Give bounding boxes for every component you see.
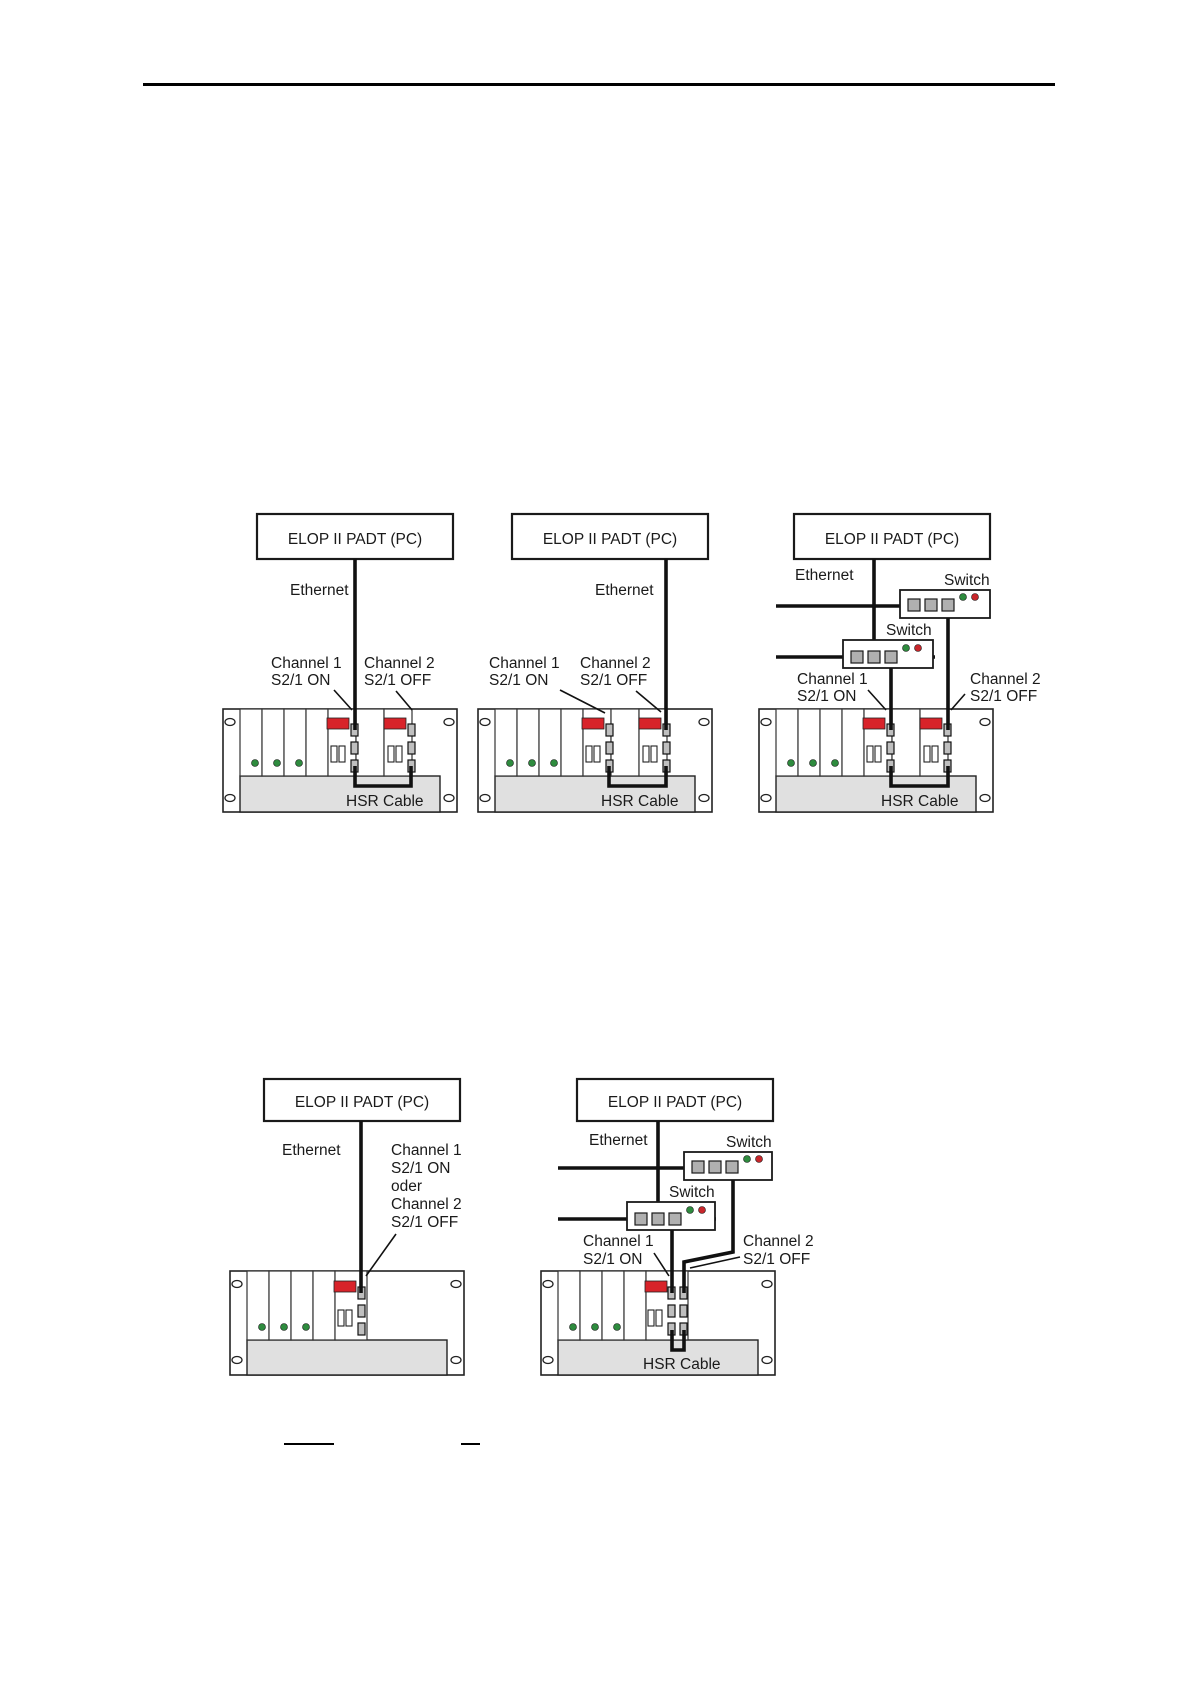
status-led — [831, 759, 839, 767]
channel2-pointer — [395, 690, 413, 711]
switch-label: Switch — [726, 1134, 772, 1151]
channel1-label: Channel 1 — [489, 655, 560, 672]
channel1-pointer — [333, 689, 353, 711]
cpu-module-marker — [383, 717, 407, 730]
switch-upper — [683, 1151, 773, 1181]
channel2-switch-label: S2/1 OFF — [580, 672, 647, 689]
status-led — [613, 1323, 621, 1331]
channel1-label: Channel 1 — [583, 1233, 654, 1250]
diagram-switched-ethernet-1: ELOP II PADT (PC) Ethernet Switch Switch… — [758, 512, 1041, 813]
oder-label: oder — [391, 1178, 422, 1195]
padt-box — [575, 1077, 775, 1123]
padt-label: ELOP II PADT (PC) — [608, 1094, 742, 1111]
cpu-module-marker — [919, 717, 943, 730]
top-rule — [143, 83, 1055, 86]
status-led — [809, 759, 817, 767]
ethernet-cable — [682, 1180, 735, 1293]
channel1-switch-label: S2/1 ON — [583, 1251, 642, 1268]
status-led — [251, 759, 259, 767]
rack — [222, 708, 458, 813]
status-led — [280, 1323, 288, 1331]
switch-label: Switch — [944, 572, 990, 589]
channel1-switch-label: S2/1 ON — [391, 1160, 450, 1177]
hsr-cable-label: HSR Cable — [643, 1356, 721, 1373]
channel2-pointer — [635, 690, 662, 713]
status-led — [258, 1323, 266, 1331]
rack — [229, 1270, 465, 1376]
padt-label: ELOP II PADT (PC) — [825, 531, 959, 548]
rack — [758, 708, 994, 813]
channel1-pointer — [867, 689, 887, 711]
switch-label: Switch — [669, 1184, 715, 1201]
cpu-module-marker — [644, 1280, 668, 1293]
channel2-switch-label: S2/1 OFF — [391, 1214, 458, 1231]
channel1-label: Channel 1 — [271, 655, 342, 672]
cpu-module-marker — [333, 1280, 357, 1293]
padt-box — [510, 512, 710, 561]
padt-label: ELOP II PADT (PC) — [288, 531, 422, 548]
channel1-pointer — [653, 1252, 670, 1277]
underline-mark — [461, 1443, 480, 1445]
cpu-module-marker — [581, 717, 605, 730]
channel2-label: Channel 2 — [580, 655, 651, 672]
padt-box — [792, 512, 992, 561]
switch-lower — [842, 639, 934, 669]
hsr-cable-label: HSR Cable — [601, 793, 679, 810]
underline-mark — [284, 1443, 334, 1445]
hsr-cable-label: HSR Cable — [881, 793, 959, 810]
channel-pointer — [365, 1233, 397, 1277]
cpu-module-marker — [862, 717, 886, 730]
channel2-switch-label: S2/1 OFF — [364, 672, 431, 689]
status-led — [591, 1323, 599, 1331]
switch-lower — [626, 1201, 716, 1231]
channel1-switch-label: S2/1 ON — [271, 672, 330, 689]
padt-label: ELOP II PADT (PC) — [295, 1094, 429, 1111]
status-led — [295, 759, 303, 767]
channel1-label: Channel 1 — [797, 671, 868, 688]
padt-label: ELOP II PADT (PC) — [543, 531, 677, 548]
diagram-direct-ethernet-1: ELOP II PADT (PC) Ethernet Channel 1 S2/… — [222, 512, 458, 813]
ethernet-label: Ethernet — [290, 582, 349, 599]
hsr-cable — [353, 766, 413, 788]
switch-upper — [899, 589, 991, 619]
cpu-module-marker — [638, 717, 662, 730]
status-led — [302, 1323, 310, 1331]
diagram-single-channel: ELOP II PADT (PC) Ethernet Channel 1 S2/… — [229, 1077, 465, 1376]
diagram-switched-ethernet-2: ELOP II PADT (PC) Ethernet Switch Switch… — [540, 1077, 814, 1376]
switch-label: Switch — [886, 622, 932, 639]
ethernet-label: Ethernet — [595, 582, 654, 599]
channel2-switch-label: S2/1 OFF — [743, 1251, 810, 1268]
hsr-cable — [889, 766, 950, 788]
hsr-cable — [670, 1330, 686, 1352]
channel2-label: Channel 2 — [743, 1233, 814, 1250]
channel1-switch-label: S2/1 ON — [797, 688, 856, 705]
channel1-switch-label: S2/1 ON — [489, 672, 548, 689]
channel2-switch-label: S2/1 OFF — [970, 688, 1037, 705]
status-led — [569, 1323, 577, 1331]
hsr-cable-label: HSR Cable — [346, 793, 424, 810]
channel2-label: Channel 2 — [364, 655, 435, 672]
padt-box — [262, 1077, 462, 1123]
channel2-pointer — [950, 693, 966, 711]
channel2-label: Channel 2 — [391, 1196, 462, 1213]
status-led — [550, 759, 558, 767]
channel2-pointer — [689, 1256, 741, 1269]
channel2-label: Channel 2 — [970, 671, 1041, 688]
diagram-direct-ethernet-2: ELOP II PADT (PC) Ethernet Channel 1 S2/… — [477, 512, 713, 813]
channel1-label: Channel 1 — [391, 1142, 462, 1159]
cpu-module-marker — [326, 717, 350, 730]
ethernet-label: Ethernet — [589, 1132, 648, 1149]
hsr-cable — [607, 766, 668, 788]
ethernet-label: Ethernet — [795, 567, 854, 584]
ethernet-label: Ethernet — [282, 1142, 341, 1159]
channel1-pointer — [559, 689, 606, 714]
status-led — [787, 759, 795, 767]
status-led — [528, 759, 536, 767]
status-led — [506, 759, 514, 767]
rack — [540, 1270, 776, 1376]
status-led — [273, 759, 281, 767]
